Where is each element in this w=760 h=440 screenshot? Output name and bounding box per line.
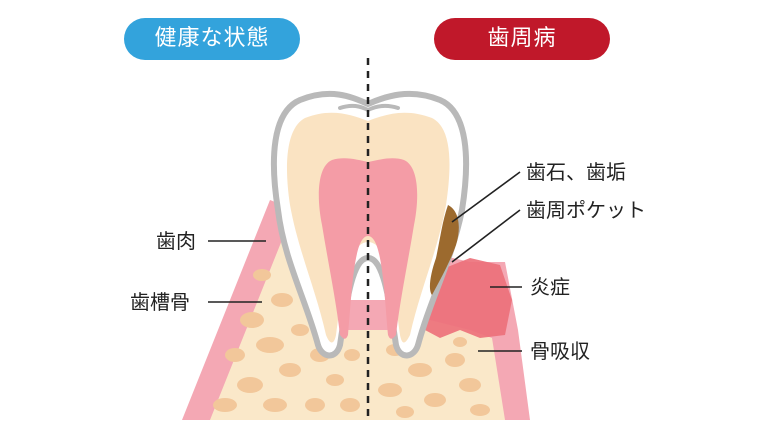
label-inflammation: 炎症: [530, 275, 570, 299]
label-tartar-plaque: 歯石、歯垢: [526, 160, 626, 184]
leader-tartar: [451, 171, 521, 223]
leader-lines: [208, 171, 522, 352]
label-periodontal-pocket: 歯周ポケット: [526, 198, 646, 222]
label-alveolar-bone: 歯槽骨: [130, 290, 190, 314]
badge-healthy-state: 健康な状態: [124, 18, 300, 60]
badge-periodontal-disease: 歯周病: [434, 18, 610, 60]
tartar-deposit: [429, 205, 459, 295]
label-gum: 歯肉: [156, 229, 196, 253]
label-bone-resorption: 骨吸収: [530, 339, 590, 363]
bone-spots: [213, 269, 490, 418]
alveolar-bone-healthy: [210, 240, 368, 420]
leader-pocket: [451, 209, 521, 263]
tooth-pulp: [318, 158, 418, 339]
inflamed-gum: [425, 258, 512, 338]
